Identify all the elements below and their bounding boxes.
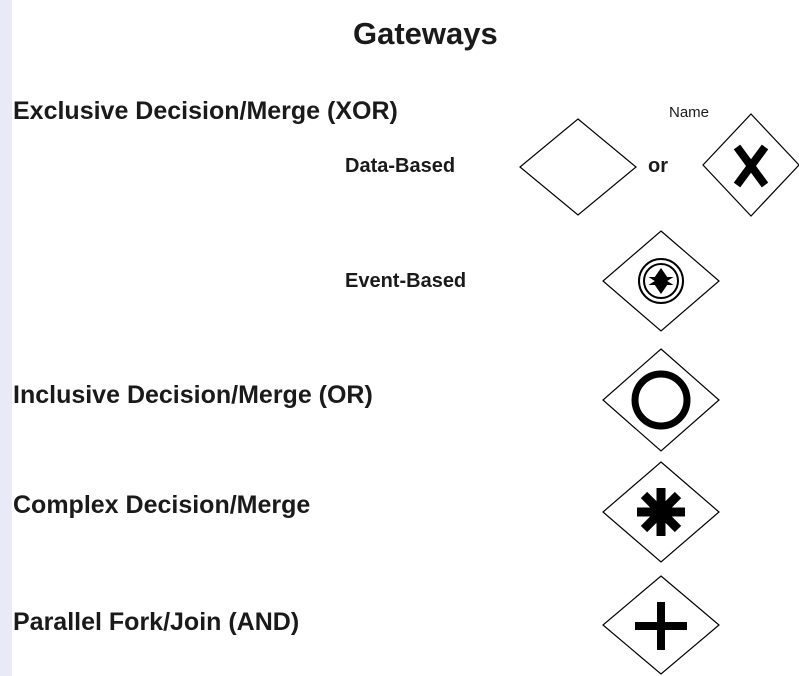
complex-gateway-icon xyxy=(602,461,720,563)
diagram-title: Gateways xyxy=(353,16,498,51)
inclusive-gateway-icon xyxy=(602,348,720,452)
data-based-label: Data-Based xyxy=(345,155,456,177)
parallel-label: Parallel Fork/Join (AND) xyxy=(13,608,300,636)
x-gateway-icon xyxy=(702,113,799,217)
exclusive-label: Exclusive Decision/Merge (XOR) xyxy=(13,97,398,125)
inclusive-label: Inclusive Decision/Merge (OR) xyxy=(13,381,373,409)
event-based-label: Event-Based xyxy=(345,270,467,292)
name-label: Name xyxy=(669,104,710,121)
or-label: or xyxy=(648,155,668,177)
event-based-gateway-icon xyxy=(602,230,720,332)
complex-label: Complex Decision/Merge xyxy=(13,491,311,519)
diagram-panel xyxy=(12,0,799,676)
data-based-gateway-icon xyxy=(519,118,637,216)
parallel-gateway-icon xyxy=(602,575,720,675)
